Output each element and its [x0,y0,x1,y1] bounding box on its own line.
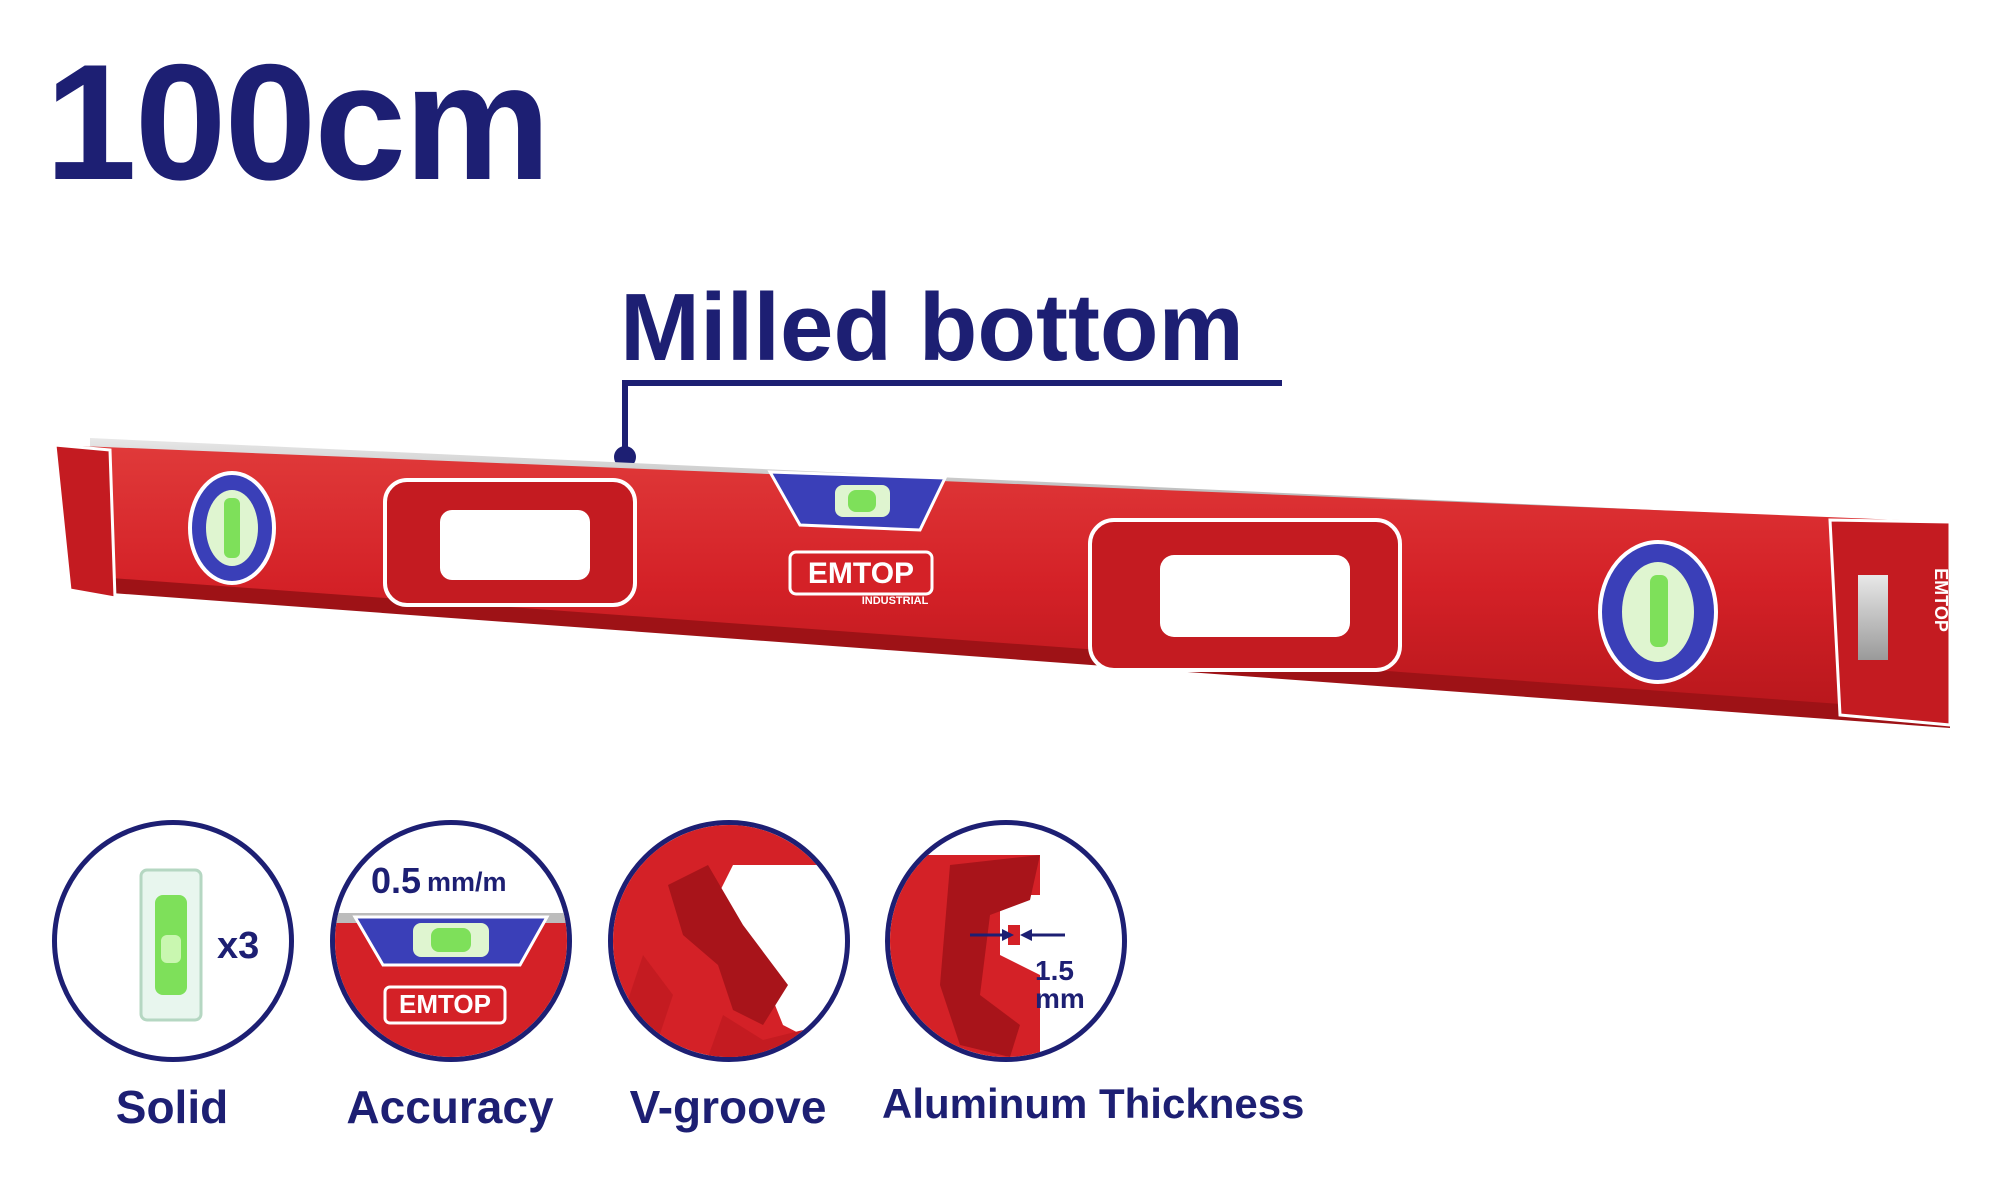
top-vial [767,470,948,532]
feature-v-groove-caption: V-groove [629,1081,827,1133]
right-vial-ring [1598,540,1718,684]
accuracy-value: 0.5 [371,860,422,901]
feature-accuracy: EMTOP 0.5 mm/m Accuracy [330,820,572,1134]
callout-drop [622,380,628,448]
milled-bottom-label: Milled bottom [620,274,1244,381]
feature-solid-circle: x3 [52,820,294,1062]
feature-v-groove: V-groove [608,820,850,1134]
profile-thickness-icon [890,855,1065,1057]
callout-line [622,380,1282,386]
feature-solid-caption: Solid [115,1081,229,1133]
accuracy-brand: EMTOP [399,989,491,1019]
thickness-unit: mm [1035,983,1085,1014]
feature-accuracy-caption: Accuracy [346,1081,554,1133]
headline-length: 100cm [45,30,551,214]
right-end-cap [1828,518,1952,727]
level-bottom-edge [70,575,1950,728]
feature-accuracy-circle: EMTOP 0.5 mm/m [330,820,572,1062]
thickness-value: 1.5 [1035,955,1074,986]
left-vial-ring [188,471,276,585]
brand-sub: INDUSTRIAL [862,595,929,607]
vial-icon [139,868,203,1022]
feature-solid: x3 Solid [52,820,294,1134]
feature-aluminum-thickness: 1.5 mm Aluminum Thickness [882,820,1312,1128]
brand-name: EMTOP [808,557,914,590]
right-handle [1088,518,1402,672]
accuracy-unit: mm/m [427,867,507,897]
v-groove-profile-icon [613,825,845,1057]
solid-count: x3 [217,925,260,967]
top-vial-icon: EMTOP [335,913,567,1057]
feature-thickness-circle: 1.5 mm [885,820,1127,1062]
feature-v-groove-circle [608,820,850,1062]
brand-logo: EMTOP INDUSTRIAL [788,550,934,607]
end-cap-brand: EMTOP [1931,568,1951,632]
spirit-level-illustration: EMTOP INDUSTRIAL EMTOP [53,438,1952,728]
left-end-cap [53,443,117,600]
left-handle [383,478,637,607]
feature-thickness-caption: Aluminum Thickness [882,1080,1305,1127]
end-cap-window [1858,575,1888,660]
